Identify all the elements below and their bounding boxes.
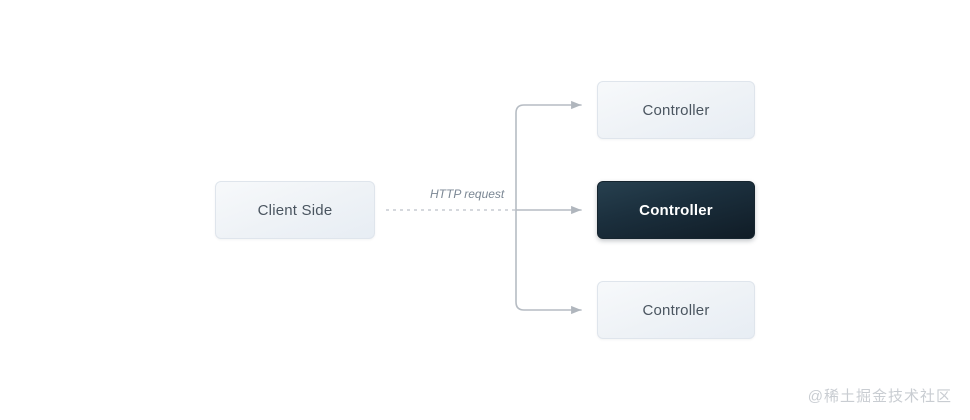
node-controller-3-label: Controller [642,301,710,319]
node-controller-2-active[interactable]: Controller [597,181,755,239]
edge-bus-bottom-branch [515,209,582,315]
edge-label-http-request: HTTP request [430,187,505,201]
node-client-side[interactable]: Client Side [215,181,375,239]
node-controller-1[interactable]: Controller [597,81,755,139]
node-client-side-label: Client Side [257,201,333,219]
edge-bus-top-branch [515,100,582,211]
node-controller-2-label: Controller [639,201,713,219]
watermark: @稀土掘金技术社区 [807,388,952,405]
node-controller-1-label: Controller [642,101,710,119]
node-controller-3[interactable]: Controller [597,281,755,339]
